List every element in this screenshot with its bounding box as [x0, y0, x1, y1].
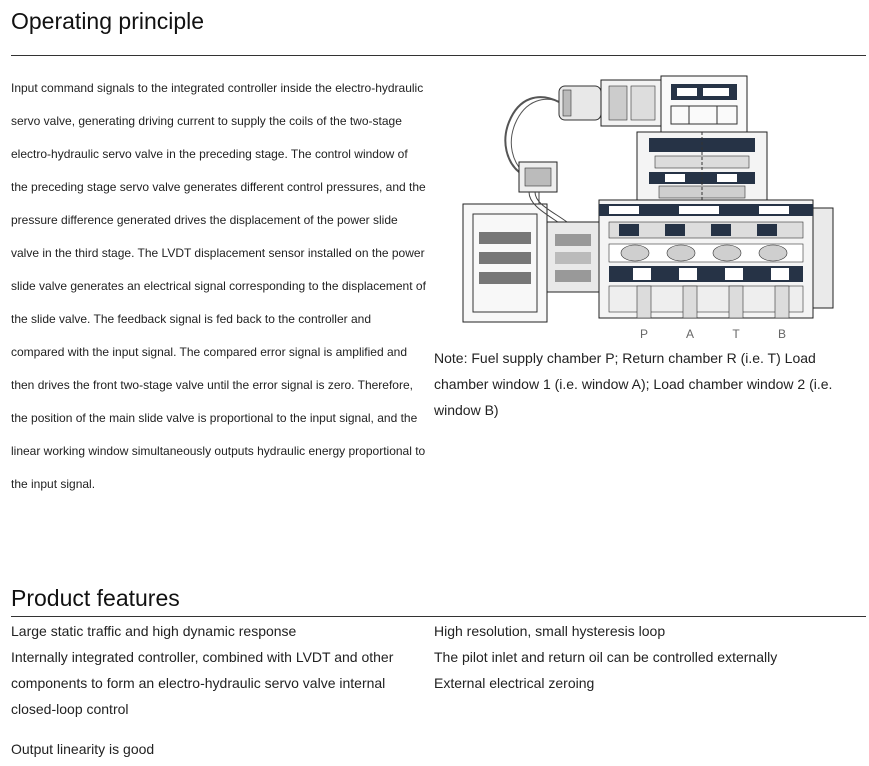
feature-item: The pilot inlet and return oil can be co…	[434, 649, 778, 665]
port-label-a: A	[686, 327, 694, 341]
port-label-p: P	[640, 327, 648, 341]
section-divider	[11, 55, 866, 56]
lvdt-housing	[462, 161, 600, 323]
feature-item: External electrical zeroing	[434, 675, 595, 691]
main-valve-body	[598, 199, 834, 319]
diagram-note: Note: Fuel supply chamber P; Return cham…	[434, 350, 833, 418]
connector-plug	[504, 75, 748, 173]
section-title-product-features: Product features	[11, 585, 180, 611]
feature-item: Internally integrated controller, combin…	[11, 649, 394, 717]
section-divider	[11, 616, 866, 617]
feature-item: Output linearity is good	[11, 741, 155, 757]
servo-valve-cross-section-diagram: P A T B	[462, 75, 834, 341]
pilot-stage	[636, 131, 768, 203]
section-title-operating-principle: Operating principle	[11, 8, 205, 34]
port-label-t: T	[732, 327, 740, 341]
port-label-b: B	[778, 327, 786, 341]
feature-item: Large static traffic and high dynamic re…	[11, 623, 297, 639]
feature-item: High resolution, small hysteresis loop	[434, 623, 666, 639]
operating-principle-text: Input command signals to the integrated …	[11, 81, 426, 491]
